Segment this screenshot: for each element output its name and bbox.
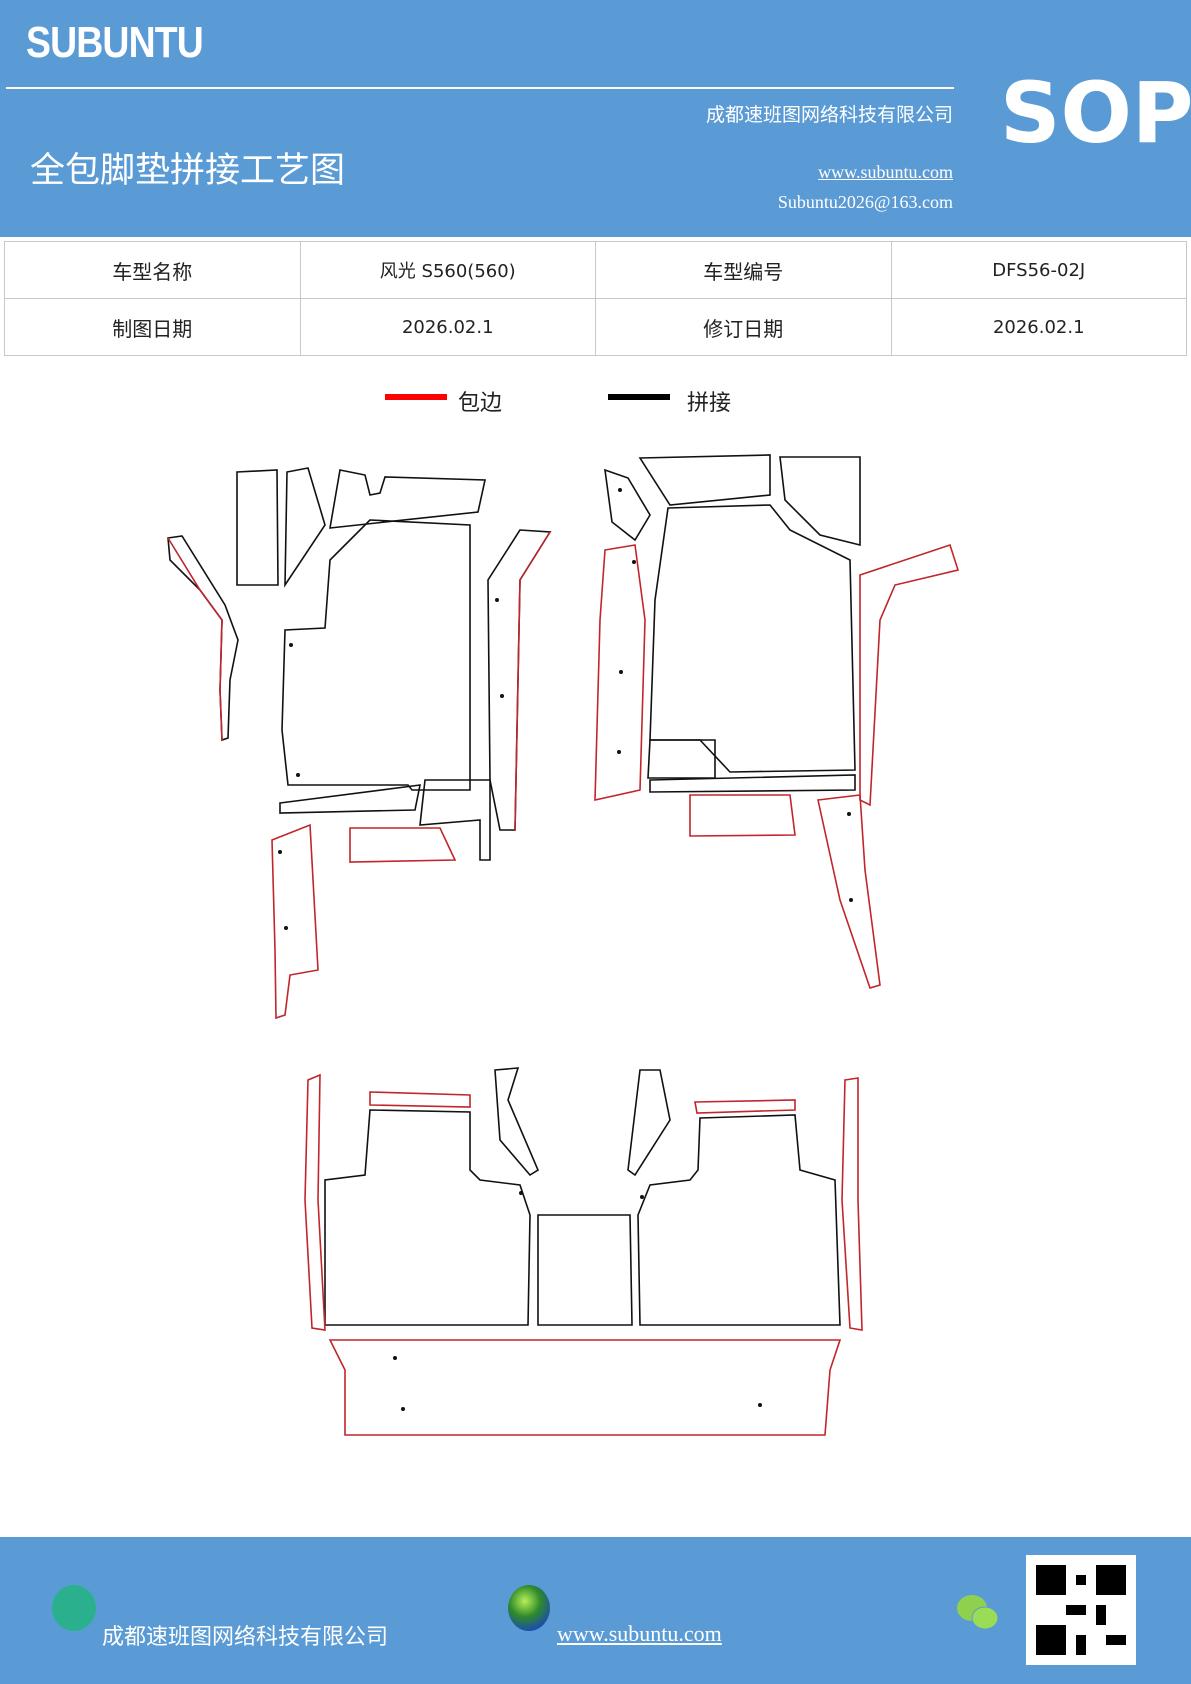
label-cell: 修订日期: [595, 298, 892, 356]
mat-piece: [637, 1114, 841, 1326]
header-divider: [6, 87, 954, 89]
footer-website-link[interactable]: www.subuntu.com: [557, 1621, 722, 1646]
marker-dots: [278, 488, 853, 1411]
mat-piece: [279, 784, 422, 814]
label-cell: 制图日期: [4, 298, 301, 356]
mat-piece: [779, 456, 861, 547]
mat-piece: [284, 467, 326, 588]
mat-piece: [324, 1109, 531, 1326]
wechat-icon: [957, 1595, 999, 1630]
footer: 成都速班图网络科技有限公司 www.subuntu.com: [0, 1537, 1191, 1684]
value-cell: 2026.02.1: [890, 298, 1187, 356]
header-website-link[interactable]: www.subuntu.com: [818, 162, 953, 182]
hem-outlines: [167, 531, 960, 1436]
mat-piece: [694, 1099, 796, 1114]
label-cell: 车型编号: [595, 241, 892, 299]
mat-piece: [487, 529, 552, 831]
mat-piece: [638, 454, 771, 506]
mat-piece: [304, 1073, 326, 1331]
mat-piece: [859, 543, 960, 807]
mat-piece: [604, 468, 651, 542]
mat-piece: [369, 1091, 471, 1108]
legend-black-swatch: [608, 394, 670, 400]
mat-piece: [817, 794, 881, 989]
mat-piece: [329, 469, 486, 529]
globe-icon: [508, 1585, 550, 1631]
mat-piece: [167, 535, 239, 742]
mat-piece: [841, 1077, 863, 1331]
value-cell: 2026.02.1: [299, 298, 596, 356]
page-title: 全包脚垫拼接工艺图: [30, 151, 346, 191]
header-company: 成都速班图网络科技有限公司: [705, 104, 953, 126]
info-table: 车型名称 风光 S560(560) 车型编号 DFS56-02J 制图日期 20…: [4, 241, 1187, 356]
mat-piece: [649, 774, 856, 793]
mat-piece: [627, 1069, 671, 1177]
legend-seam-label: 拼接: [687, 391, 732, 416]
legend-hem-label: 包边: [458, 391, 503, 416]
value-cell: 风光 S560(560): [299, 241, 596, 299]
header-email: Subuntu2026@163.com: [777, 192, 953, 212]
sop-badge: SOP: [1000, 64, 1191, 162]
brand-logo: SUBUNTU: [26, 18, 204, 67]
building-icon: [52, 1585, 96, 1631]
mat-piece: [281, 519, 471, 791]
mat-piece: [494, 1067, 540, 1177]
mat-piece: [419, 779, 491, 861]
mat-piece: [594, 544, 646, 802]
mat-piece: [689, 794, 796, 837]
header: SUBUNTU SOP 成都速班图网络科技有限公司 全包脚垫拼接工艺图 www.…: [0, 0, 1191, 237]
qr-code[interactable]: [1026, 1555, 1136, 1665]
table-row: 制图日期 2026.02.1 修订日期 2026.02.1: [4, 298, 1187, 356]
mat-piece: [328, 1339, 842, 1436]
seam-outlines: [167, 454, 861, 1326]
mat-piece: [649, 504, 856, 773]
mat-piece: [349, 827, 457, 863]
hem-edge: [167, 537, 223, 741]
label-cell: 车型名称: [4, 241, 301, 299]
mat-piece: [236, 469, 279, 586]
mat-piece: [271, 823, 319, 1020]
legend-red-swatch: [385, 394, 447, 400]
hem-edge: [514, 531, 551, 831]
mat-piece: [537, 1214, 633, 1326]
footer-company: 成都速班图网络科技有限公司: [102, 1625, 389, 1650]
